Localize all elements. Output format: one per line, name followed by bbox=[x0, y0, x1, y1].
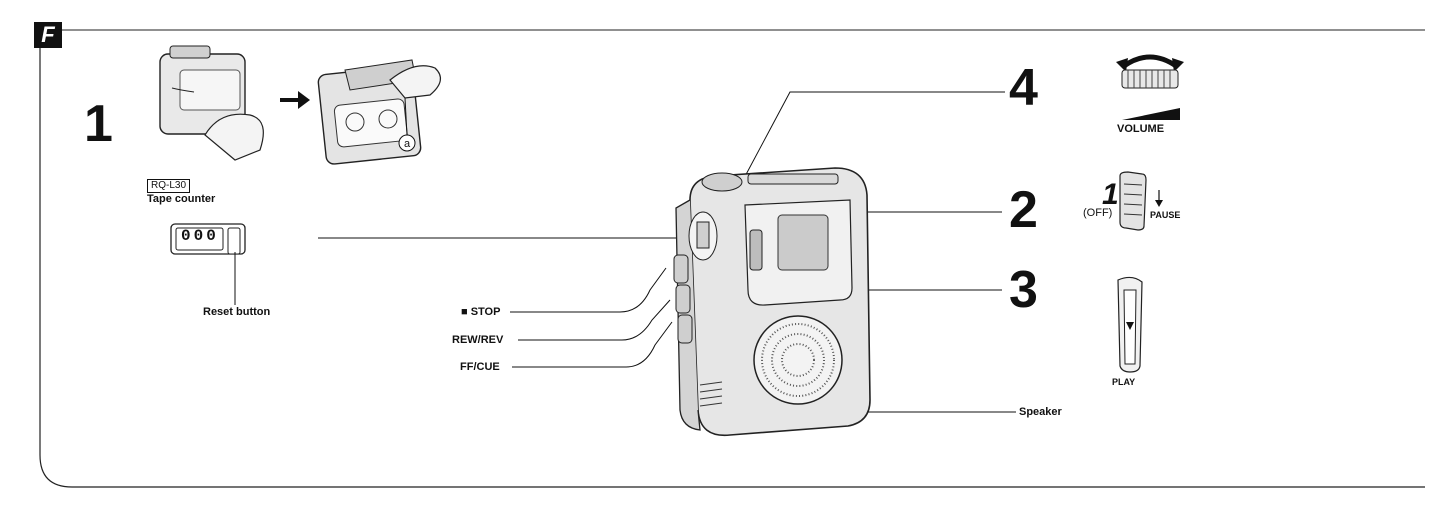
step-number-2: 2 bbox=[1009, 184, 1038, 236]
play-slider-icon bbox=[1112, 276, 1148, 374]
step-number-4: 4 bbox=[1009, 62, 1038, 114]
volume-dial-icon bbox=[1110, 48, 1190, 122]
pause-arrow-icon bbox=[1154, 190, 1164, 210]
play-label: PLAY bbox=[1112, 377, 1135, 387]
pause-switch-icon bbox=[1116, 170, 1150, 232]
pause-label: PAUSE bbox=[1150, 210, 1180, 220]
speaker-label: Speaker bbox=[1019, 406, 1062, 418]
rew-rev-label: REW/REV bbox=[452, 334, 503, 346]
off-label: (OFF) bbox=[1083, 207, 1112, 219]
step-number-3: 3 bbox=[1009, 264, 1038, 316]
volume-label: VOLUME bbox=[1117, 123, 1164, 135]
stop-label: ■ STOP bbox=[461, 306, 500, 318]
cassette-recorder-illustration bbox=[660, 160, 880, 460]
ff-cue-label: FF/CUE bbox=[460, 361, 500, 373]
